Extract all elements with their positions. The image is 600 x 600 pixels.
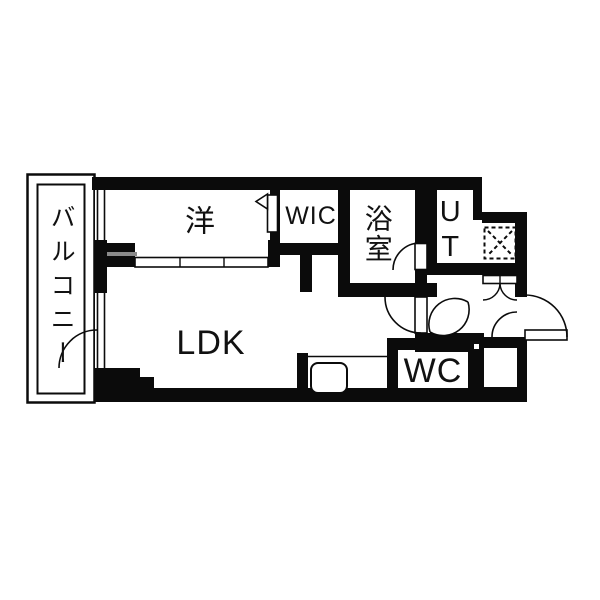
wall-bath-left bbox=[338, 190, 350, 297]
wall-step-left bbox=[95, 368, 140, 390]
wall-step-left-2 bbox=[140, 377, 154, 390]
doors bbox=[58, 242, 568, 369]
windows bbox=[96, 190, 106, 368]
hall-closet-door-arc-icon bbox=[491, 311, 518, 338]
wall-notch-dot bbox=[474, 344, 479, 349]
wall-ldk-hall bbox=[300, 255, 312, 292]
wall-slide-right-post bbox=[268, 240, 280, 267]
wall-step-topright-h bbox=[482, 212, 527, 223]
wall-bath-bottom bbox=[338, 283, 437, 297]
sliding-door-bedroom-ldk bbox=[107, 252, 269, 268]
wall-hall-south bbox=[415, 333, 484, 352]
wall-wic-bottom bbox=[270, 243, 347, 255]
kitchen-counter bbox=[308, 355, 387, 394]
bedroom-window-icon bbox=[96, 190, 106, 240]
balcony-label: バルコニー bbox=[47, 204, 76, 374]
utility-label: UT bbox=[434, 196, 467, 266]
wall-wc-left bbox=[387, 338, 398, 402]
entrance-doorway-gap bbox=[515, 297, 527, 337]
bedroom-door-icon bbox=[254, 192, 279, 233]
wall-bottom bbox=[95, 388, 527, 402]
wall-wc-right bbox=[468, 340, 480, 402]
shoe-cabinet-icon bbox=[482, 274, 518, 301]
ldk-label: LDK bbox=[176, 324, 246, 363]
hall-door-icon bbox=[384, 296, 428, 334]
bathroom-label: 浴室 bbox=[361, 204, 393, 264]
wall-step-topright-v bbox=[473, 190, 482, 220]
wall-kitchen-post bbox=[297, 353, 308, 397]
wall-ut-bottom bbox=[427, 263, 527, 275]
bedroom-label: 洋 bbox=[185, 205, 215, 239]
balcony-door-arc-icon bbox=[58, 329, 98, 369]
entrance-step-area bbox=[484, 348, 517, 387]
folding-door-icon bbox=[428, 297, 470, 337]
bathroom-door-icon bbox=[392, 242, 428, 271]
wc-label: WC bbox=[403, 352, 463, 391]
ldk-window-icon bbox=[96, 293, 106, 368]
entrance-door-icon bbox=[524, 294, 568, 341]
balcony-outline bbox=[26, 173, 96, 404]
wic-label: WIC bbox=[285, 201, 337, 230]
washing-machine-symbol bbox=[483, 226, 517, 260]
wall-top bbox=[92, 177, 482, 190]
sink-icon bbox=[310, 362, 348, 394]
slide-track-icon bbox=[107, 252, 137, 256]
